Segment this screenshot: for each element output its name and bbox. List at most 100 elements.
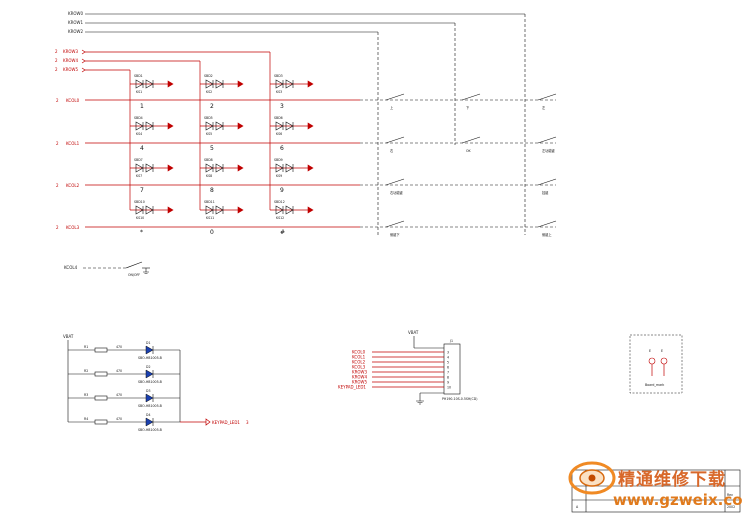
svg-text:2: 2 xyxy=(56,141,59,146)
resistor-value: 470 xyxy=(116,393,122,397)
switch-ref: KS6 xyxy=(276,132,282,136)
key-number-label: 4 xyxy=(140,145,144,152)
connector-net: KROW3 7 xyxy=(352,370,449,375)
connector-net-label: KCOL1 xyxy=(352,355,366,360)
connector-net: KEYPAD_LED1 10 xyxy=(338,385,451,390)
switch-ref: KS10 xyxy=(136,216,144,220)
svg-text:2: 2 xyxy=(55,49,58,54)
net-label-krow4: KROW4 xyxy=(63,58,79,63)
title-rev: Rev xyxy=(727,493,733,497)
svg-text:E: E xyxy=(649,349,651,353)
diode-ref: SBD4 xyxy=(134,116,143,120)
svg-text:2: 2 xyxy=(55,58,58,63)
pin-number: 4 xyxy=(447,356,449,360)
net-label-kcol1: KCOL1 xyxy=(66,141,80,146)
side-key-switch: 左 xyxy=(537,93,557,110)
title-letter: A xyxy=(576,505,579,509)
led-part: SBO-HB1005-B xyxy=(138,428,162,432)
diode-ref: SBD12 xyxy=(274,200,285,204)
side-key-switch: 挂键 xyxy=(537,178,557,195)
connector-net-label: KROW5 xyxy=(352,380,368,385)
switch-ref: KS2 xyxy=(206,90,212,94)
pin-number: 6 xyxy=(447,366,449,370)
pin-number: 10 xyxy=(447,386,451,390)
side-key-label: 挂键 xyxy=(542,190,549,195)
diode-ref: SBD2 xyxy=(204,74,213,78)
column-lines: 2 KCOL0 2 KCOL1 2 KCOL2 2 KCOL3 xyxy=(56,98,556,230)
side-key-label: 上 xyxy=(390,105,394,110)
connector-net-label: KROW3 xyxy=(352,370,368,375)
diode-ref: SBD9 xyxy=(274,158,283,162)
side-key-switch: 右功能键 xyxy=(385,178,405,195)
resistor-ref: R4 xyxy=(84,417,88,421)
net-label-krow5: KROW5 xyxy=(63,67,79,72)
svg-text:2: 2 xyxy=(56,183,59,188)
led-vbat-label: VBAT xyxy=(63,334,74,339)
switch-ref: KS5 xyxy=(206,132,212,136)
net-label-krow0: KROW0 xyxy=(68,11,84,16)
led-part: SBO-HB1005-B xyxy=(138,356,162,360)
board-mark: E E Board_mark xyxy=(629,334,683,394)
key-number-label: 1 xyxy=(140,103,144,110)
svg-text:2: 2 xyxy=(56,98,59,103)
resistor-ref: R3 xyxy=(84,393,88,397)
connector-net: KCOL2 5 xyxy=(352,360,449,365)
net-label-krow2: KROW2 xyxy=(68,29,84,34)
connector-net-label: KCOL2 xyxy=(352,360,366,365)
key-number-label: * xyxy=(140,229,143,236)
side-key-switch: 侧键上 xyxy=(537,220,557,237)
conn-vbat-label: VBAT xyxy=(408,330,419,335)
key-number-label: 5 xyxy=(210,145,214,152)
side-key-label: 侧键下 xyxy=(390,232,400,237)
keypad-led-net-label: KEYPAD_LED1 xyxy=(212,420,240,425)
svg-text:E: E xyxy=(661,349,663,353)
key-number-label: 6 xyxy=(280,145,284,152)
watermark-url: www.gzweix.com xyxy=(613,491,742,509)
side-key-label: OK xyxy=(466,149,472,153)
switch-ref: KS1 xyxy=(136,90,142,94)
side-key-switch: 侧键下 xyxy=(385,220,405,237)
side-key-label: 侧键上 xyxy=(542,232,552,237)
diode-ref: SBD1 xyxy=(134,74,143,78)
net-label-kcol4: KCOL4 xyxy=(64,265,78,270)
key-number-label: # xyxy=(280,229,285,236)
diode-ref: SBD3 xyxy=(274,74,283,78)
net-label-kcol0: KCOL0 xyxy=(66,98,80,103)
led-ref: D3 xyxy=(146,389,150,393)
diode-ref: SBD7 xyxy=(134,158,143,162)
led-ref: D4 xyxy=(146,413,150,417)
connector-net-label: KCOL0 xyxy=(352,350,366,355)
side-key-label: 左功能键 xyxy=(542,148,556,153)
side-key-switch: OK xyxy=(461,136,481,153)
pin-number: 5 xyxy=(447,361,449,365)
key-number-label: 2 xyxy=(210,103,214,110)
watermark-cn: 精通维修下载 xyxy=(618,469,726,490)
pin-number: 7 xyxy=(447,371,449,375)
resistor-value: 470 xyxy=(116,417,122,421)
switch-ref: KS11 xyxy=(206,216,214,220)
connector-net-label: KEYPAD_LED1 xyxy=(338,385,366,390)
svg-text:2: 2 xyxy=(56,225,59,230)
onoff-label: ON/OFF xyxy=(128,273,140,277)
led-ref: D2 xyxy=(146,365,150,369)
